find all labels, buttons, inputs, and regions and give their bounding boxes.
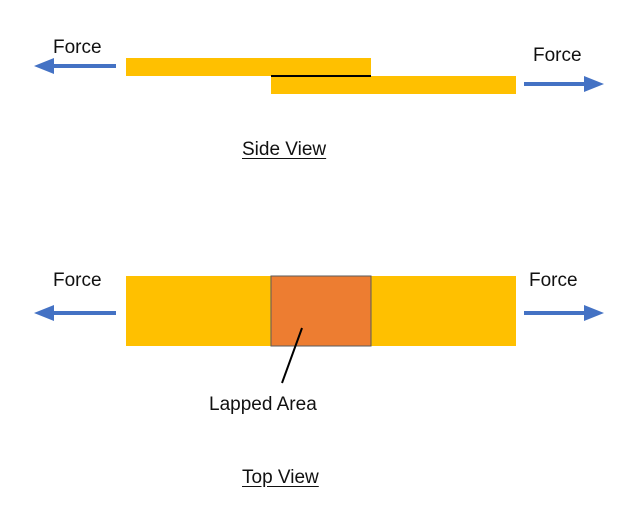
lapped-area-label: Lapped Area <box>209 394 317 415</box>
side-force-right-label: Force <box>533 45 582 66</box>
arrow-right-icon <box>524 305 604 321</box>
side-upper-plate <box>126 58 371 76</box>
top-force-right-label: Force <box>529 270 578 291</box>
top-force-left-label: Force <box>53 270 102 291</box>
arrow-left-icon <box>34 305 116 321</box>
top-view-caption: Top View <box>242 467 319 488</box>
lapped-area-leader-line <box>281 327 303 384</box>
side-view <box>34 58 604 94</box>
lapped-area-region <box>270 275 372 347</box>
arrow-left-icon <box>34 58 116 74</box>
arrow-right-icon <box>524 76 604 92</box>
side-lower-plate <box>271 76 516 94</box>
side-view-caption: Side View <box>242 139 327 160</box>
top-view <box>34 275 604 384</box>
side-force-left-label: Force <box>53 37 102 58</box>
